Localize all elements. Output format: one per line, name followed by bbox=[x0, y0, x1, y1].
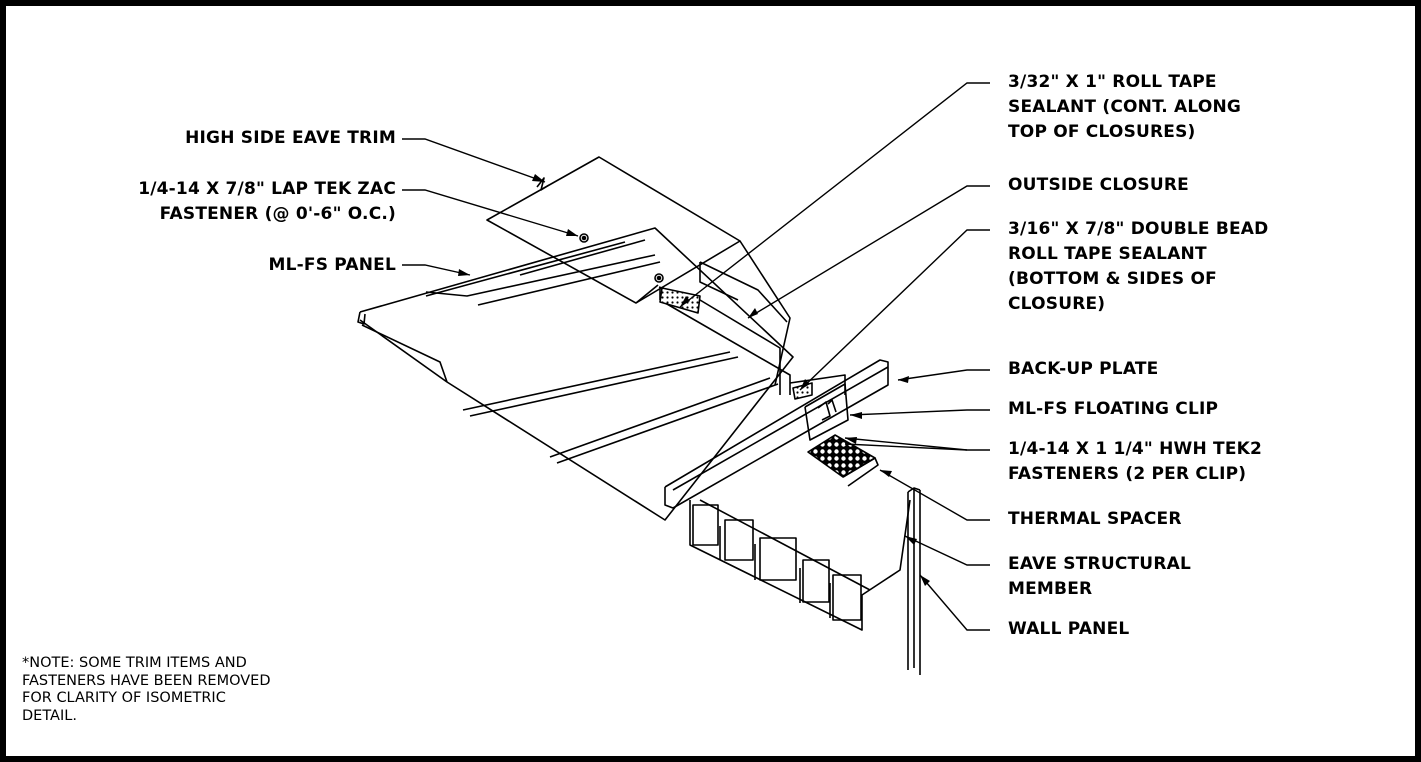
thermal-spacer-drawing bbox=[807, 434, 876, 478]
leader-arrowheads bbox=[458, 174, 930, 586]
label-high-side-eave-trim: HIGH SIDE EAVE TRIM bbox=[185, 128, 396, 148]
high-side-eave-trim-drawing bbox=[486, 156, 791, 386]
label-outside-closure: OUTSIDE CLOSURE bbox=[1008, 175, 1189, 195]
leader-lines bbox=[402, 82, 990, 631]
ml-fs-panel-drawing bbox=[357, 227, 794, 521]
clarity-note: *NOTE: SOME TRIM ITEMS AND FASTENERS HAV… bbox=[22, 655, 271, 724]
label-floating-clip: ML-FS FLOATING CLIP bbox=[1008, 399, 1219, 419]
label-eave-structural-member: EAVE STRUCTURAL MEMBER bbox=[1008, 554, 1191, 599]
label-wall-panel: WALL PANEL bbox=[1008, 619, 1130, 639]
lap-tek-fastener-head bbox=[579, 233, 589, 243]
label-hwh-fasteners: 1/4-14 X 1 1/4" HWH TEK2 FASTENERS (2 PE… bbox=[1008, 439, 1263, 484]
label-lap-tek-fastener: 1/4-14 X 7/8" LAP TEK ZAC FASTENER (@ 0'… bbox=[138, 179, 396, 224]
label-double-bead-sealant: 3/16" X 7/8" DOUBLE BEAD ROLL TAPE SEALA… bbox=[1008, 219, 1269, 314]
eave-structural-member-drawing bbox=[689, 499, 911, 631]
label-roll-tape-sealant: 3/32" X 1" ROLL TAPE SEALANT (CONT. ALON… bbox=[1008, 72, 1242, 142]
label-ml-fs-panel: ML-FS PANEL bbox=[268, 255, 396, 275]
roll-tape-sealant-drawing bbox=[659, 287, 701, 314]
trim-fastener-head bbox=[654, 273, 664, 283]
ml-fs-floating-clip-drawing bbox=[804, 383, 849, 441]
back-up-plate-drawing bbox=[664, 359, 889, 509]
wall-panel-drawing bbox=[907, 487, 921, 675]
label-back-up-plate: BACK-UP PLATE bbox=[1008, 359, 1159, 379]
label-thermal-spacer: THERMAL SPACER bbox=[1008, 509, 1182, 529]
